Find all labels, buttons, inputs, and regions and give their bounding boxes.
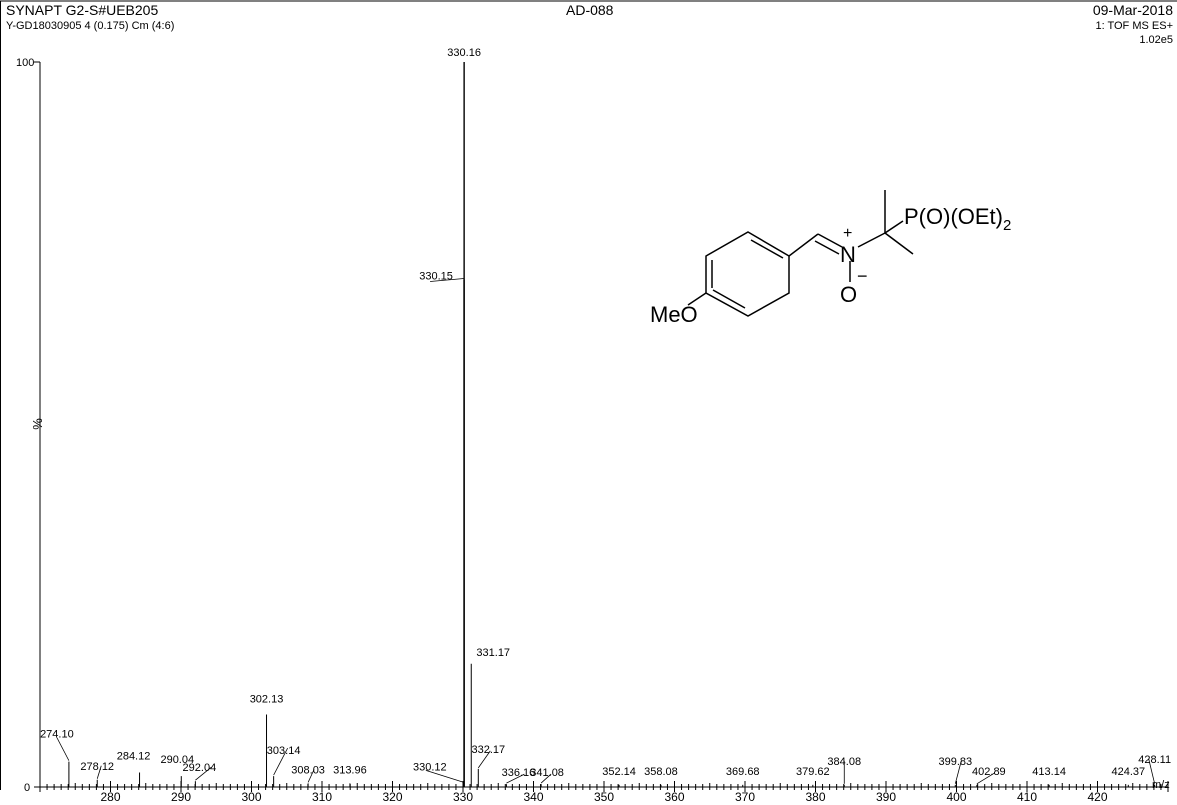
phosphonate-label: P(O)(OEt)2 [904, 204, 1011, 234]
n-c-bond [857, 232, 886, 248]
phosphonate-subscript: 2 [1003, 217, 1011, 234]
x-tick-label: 370 [735, 790, 755, 804]
c-p-bond [884, 220, 904, 234]
peak-label: 341.08 [530, 767, 564, 779]
nitrogen-charge: + [843, 225, 852, 242]
peak-label: 330.16 [447, 47, 481, 59]
x-tick-label: 340 [523, 790, 543, 804]
x-tick-label: 300 [241, 790, 261, 804]
benzylic-bond [788, 233, 819, 257]
scan-info-label: Y-GD18030905 4 (0.175) Cm (4:6) [6, 20, 175, 32]
peak-label: 292.04 [183, 762, 217, 774]
instrument-label: SYNAPT G2-S#UEB205 [6, 2, 159, 18]
oxygen-label: O [840, 282, 857, 307]
x-tick-label: 390 [876, 790, 896, 804]
methoxy-bond [687, 292, 707, 306]
peak-label: 332.17 [471, 744, 505, 756]
peak-label: 303.14 [267, 745, 301, 757]
methoxy-label: MeO [650, 302, 698, 327]
ring-double-bond-1 [750, 239, 784, 259]
x-tick-label: 310 [312, 790, 332, 804]
peak-label: 290.04 [160, 754, 194, 766]
x-tick-label: 280 [100, 790, 120, 804]
peak-label: 428.11 [1138, 754, 1171, 766]
x-tick-label: 350 [594, 790, 614, 804]
peak-label: 330.12 [413, 761, 447, 773]
peak-label: 379.62 [796, 766, 830, 778]
peak-label: 352.14 [602, 766, 636, 778]
peak-label: 331.17 [476, 647, 510, 659]
peak-leader-line [976, 772, 996, 785]
peak-label: 424.37 [1111, 766, 1145, 778]
x-tick-label: 290 [171, 790, 191, 804]
chemical-structure: MeO N + O − P(O)(OEt)2 [650, 190, 1011, 327]
x-tick-label: 380 [805, 790, 825, 804]
ring-double-bond-2 [712, 289, 746, 309]
peak-label: 284.12 [117, 751, 151, 763]
peak-label: 302.13 [250, 694, 284, 706]
peak-leader-line [954, 760, 962, 784]
x-ticks-group: 280 290 300 310 320 330 340 350 360 370 380 390 400 4… [39, 781, 1169, 804]
peak-label: 313.96 [333, 764, 367, 776]
peak-leader-line [56, 737, 70, 761]
methyl-bond-down [884, 232, 914, 255]
peak-leader-line [477, 750, 491, 769]
y-tick-label-0: 0 [24, 782, 30, 794]
nitrogen-label: N [840, 242, 856, 267]
max-intensity-label: 1.02e5 [1139, 34, 1173, 46]
peak-label: 336.16 [502, 767, 536, 779]
oxygen-charge: − [857, 266, 868, 286]
peak-leader-line [273, 747, 288, 776]
x-tick-label: 360 [664, 790, 684, 804]
peak-leader-line [430, 278, 465, 282]
sample-id-label: AD-088 [566, 2, 614, 18]
peak-label: 308.03 [291, 764, 325, 776]
peak-label: 278.12 [80, 761, 114, 773]
peak-label: 399.83 [938, 756, 972, 768]
ionization-mode-label: 1: TOF MS ES+ [1095, 20, 1173, 32]
peak-label: 369.68 [726, 766, 760, 778]
peak-label: 384.08 [827, 756, 861, 768]
benzene-ring [705, 231, 790, 317]
x-tick-label: 400 [946, 790, 966, 804]
peak-leader-line [307, 769, 315, 783]
peak-leader-line [425, 769, 464, 783]
y-tick-label-100: 100 [16, 57, 34, 69]
y-axis-label: % [30, 418, 45, 430]
peak-label: 274.10 [40, 729, 74, 741]
x-tick-label: 330 [453, 790, 473, 804]
peak-leader-line [506, 773, 525, 784]
x-tick-label: 420 [1087, 790, 1107, 804]
peak-leader-line [1148, 758, 1156, 784]
imine-double-bond [814, 240, 840, 255]
phosphonate-text: P(O)(OEt) [904, 204, 1003, 229]
peak-leader-line [540, 773, 552, 784]
peak-label: 358.08 [644, 766, 678, 778]
imine-bond [817, 233, 843, 248]
x-tick-label: 410 [1017, 790, 1037, 804]
peak-leader-line [195, 766, 212, 781]
peak-label: 402.89 [972, 766, 1006, 778]
peak-leader-line [96, 765, 102, 779]
x-tick-label: 320 [382, 790, 402, 804]
acquisition-date: 09-Mar-2018 [1092, 2, 1173, 18]
peak-label: 330.15 [419, 271, 453, 283]
peak-label: 413.14 [1032, 766, 1066, 778]
